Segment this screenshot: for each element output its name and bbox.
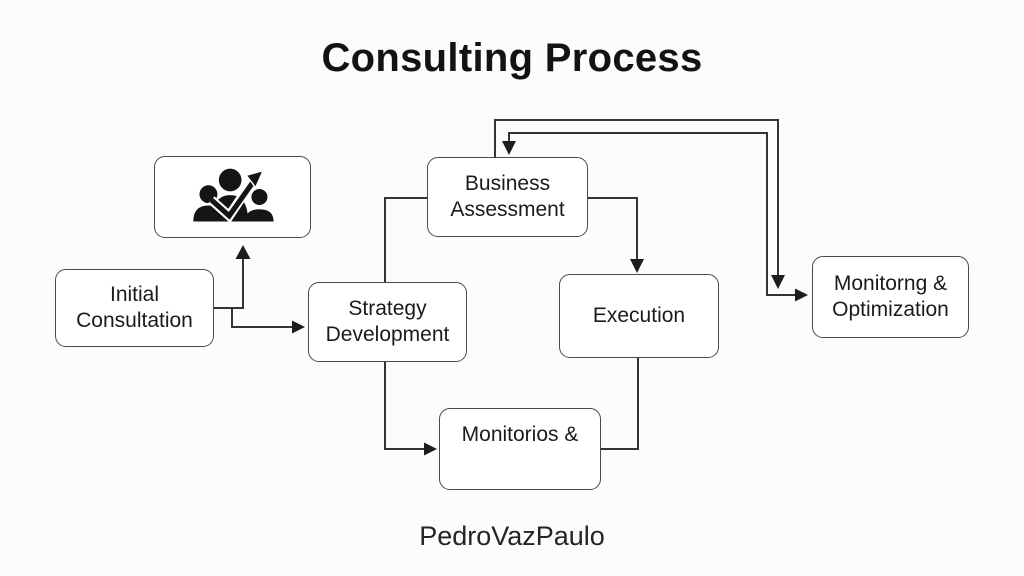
monitoring-optimization-label: Monitorng & Optimization — [832, 272, 949, 321]
edge-business-to-execution — [588, 197, 638, 259]
brand-text: PedroVazPaulo — [419, 521, 605, 551]
arrowhead-right-monitoring — [795, 288, 808, 302]
monitorios-label: Monitorios & — [461, 423, 579, 446]
team-growth-icon — [192, 168, 274, 224]
strategy-development-label: Strategy Development — [325, 297, 450, 346]
arrowhead-down-execution — [630, 259, 644, 273]
business-assessment-box: Business Assessment — [427, 157, 588, 237]
arrowhead-down-business — [502, 141, 516, 155]
initial-consultation-box: Initial Consultation — [55, 269, 214, 347]
business-assessment-label: Business Assessment — [450, 172, 565, 221]
edge-feedback-inner — [508, 132, 795, 296]
edge-initial-to-strategy — [231, 308, 292, 328]
team-icon-box — [154, 156, 311, 238]
edge-strategy-to-business — [384, 197, 427, 282]
execution-box: Execution — [559, 274, 719, 358]
arrowhead-right-strategy — [292, 320, 305, 334]
monitoring-optimization-box: Monitorng & Optimization — [812, 256, 969, 338]
arrowhead-right-monitorios — [424, 442, 437, 456]
page-title: Consulting Process — [321, 36, 703, 80]
arrowhead-up-icon — [235, 245, 251, 259]
edge-initial-to-icon — [213, 259, 244, 309]
strategy-development-box: Strategy Development — [308, 282, 467, 362]
edge-feedback-outer — [494, 119, 779, 275]
monitorios-box: Monitorios & — [439, 408, 601, 490]
initial-consultation-label: Initial Consultation — [76, 283, 193, 332]
execution-label: Execution — [592, 304, 686, 328]
edge-execution-to-monitorios — [601, 358, 639, 450]
arrowhead-down-outer — [771, 275, 785, 289]
edge-strategy-to-monitorios — [384, 362, 424, 450]
